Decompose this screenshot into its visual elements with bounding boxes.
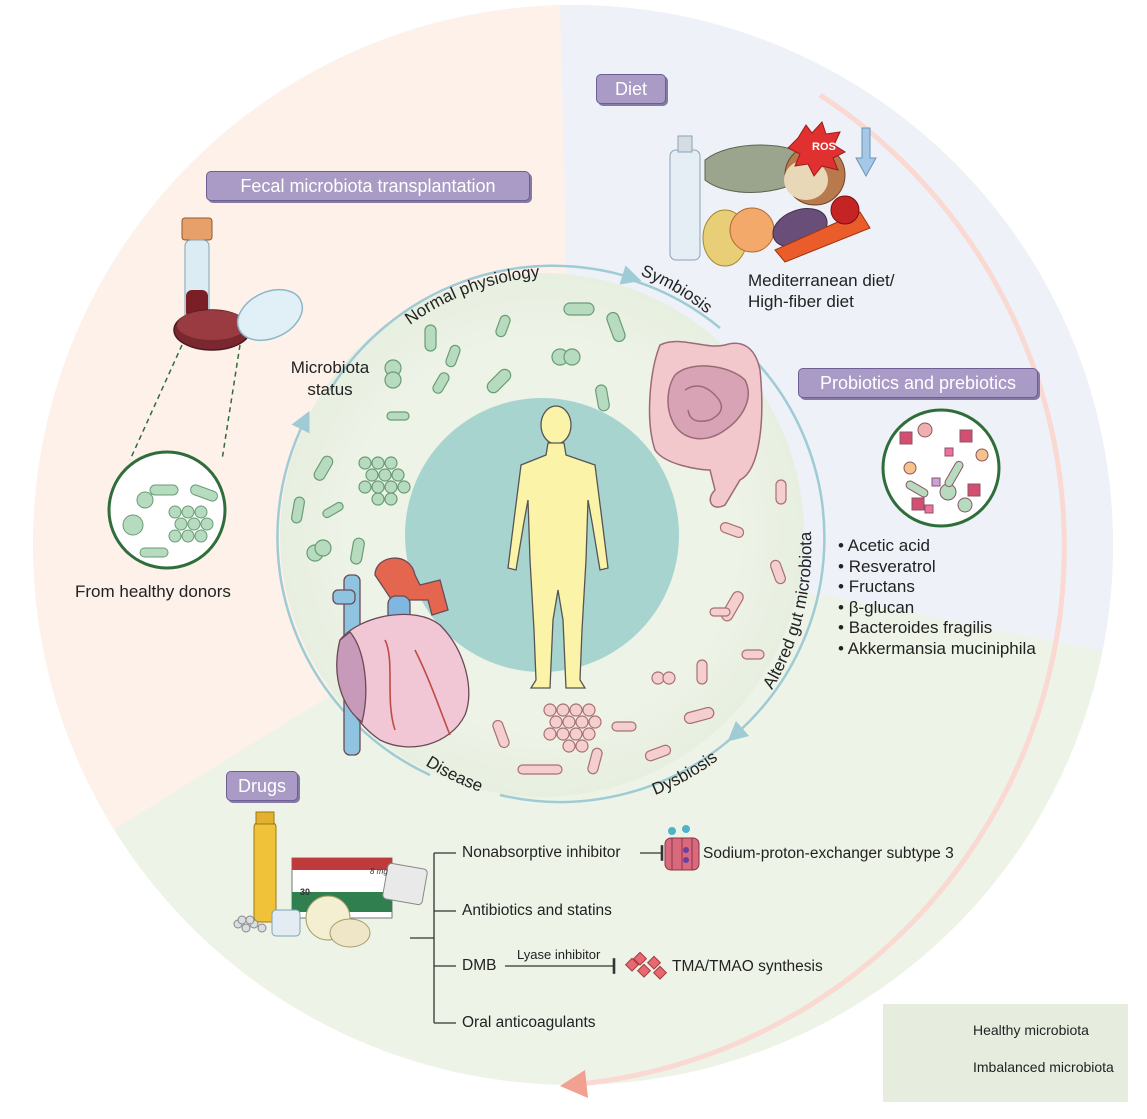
probiotics-zoom-circle [881,408,1001,528]
dmb-label: DMB [462,957,497,974]
nhe3-label: Sodium-proton-exchanger subtype 3 [703,845,954,862]
microbiota-status-line2: status [307,380,353,399]
donor-microbiota-zoom-circle [107,450,227,570]
fmt-caption: From healthy donors [75,582,231,601]
fecal-sample-tube-icon [181,217,213,321]
lyase-inhibitor-label: Lyase inhibitor [517,947,601,962]
drugs-title: Drugs [226,771,298,801]
probiotic-item: Resveratrol [838,557,1036,578]
probiotics-list: Acetic acid Resveratrol Fructans β-gluca… [838,536,1036,659]
ring-arc-altered [727,354,826,742]
fmt-title: Fecal microbiota transplantation [206,171,530,201]
tma-molecules-icon [624,951,668,980]
probiotic-item: Acetic acid [838,536,1036,557]
diet-caption-line2: High-fiber diet [748,292,854,311]
heart-icon [332,557,470,756]
healthy-bacteria-cluster [291,302,626,565]
fmt-sector [33,5,573,900]
ring-arc-dysbiosis [499,734,736,804]
probiotics-title: Probiotics and prebiotics [798,368,1038,398]
legend-box [883,1004,1128,1102]
ring-arc-normal [328,264,642,391]
tma-tmao-label: TMA/TMAO synthesis [672,958,823,975]
outer-cycle-arrow [579,92,1067,1087]
drug-box-count-label: 30 [300,887,310,897]
probiotic-item: Fructans [838,577,1036,598]
legend-healthy-label: Healthy microbiota [973,1022,1089,1038]
human-body-icon [507,405,609,689]
diet-title: Diet [596,74,666,104]
microbiota-status-line1: Microbiota [290,358,370,377]
probiotic-item: Bacteroides fragilis [838,618,1036,639]
drugs-tree-lines [410,845,664,1024]
intestine-icon [648,340,763,508]
drug-box-dose-label: 8 mg [370,867,388,876]
zoom-line-right [221,344,241,461]
imbalanced-bacteria-cluster [492,479,787,775]
drugs-illustration-icon [233,811,428,948]
probiotic-item: β-glucan [838,598,1036,619]
zoom-line-left [129,344,183,461]
ring-arc-disease [276,411,431,777]
antibiotics-statins-label: Antibiotics and statins [462,902,612,919]
nonabsorptive-inhibitor-label: Nonabsorptive inhibitor [462,844,621,861]
petri-dish-icon [173,288,304,351]
diet-food-icon [669,121,877,267]
oral-anticoagulants-label: Oral anticoagulants [462,1014,596,1031]
diet-caption-line1: Mediterranean diet/ [748,271,895,290]
outer-cycle-arrowhead [560,1070,588,1098]
nhe3-protein-icon [664,825,700,871]
ros-label: ROS [812,141,836,153]
probiotic-item: Akkermansia muciniphila [838,639,1036,660]
legend-imbalanced-label: Imbalanced microbiota [973,1059,1114,1075]
